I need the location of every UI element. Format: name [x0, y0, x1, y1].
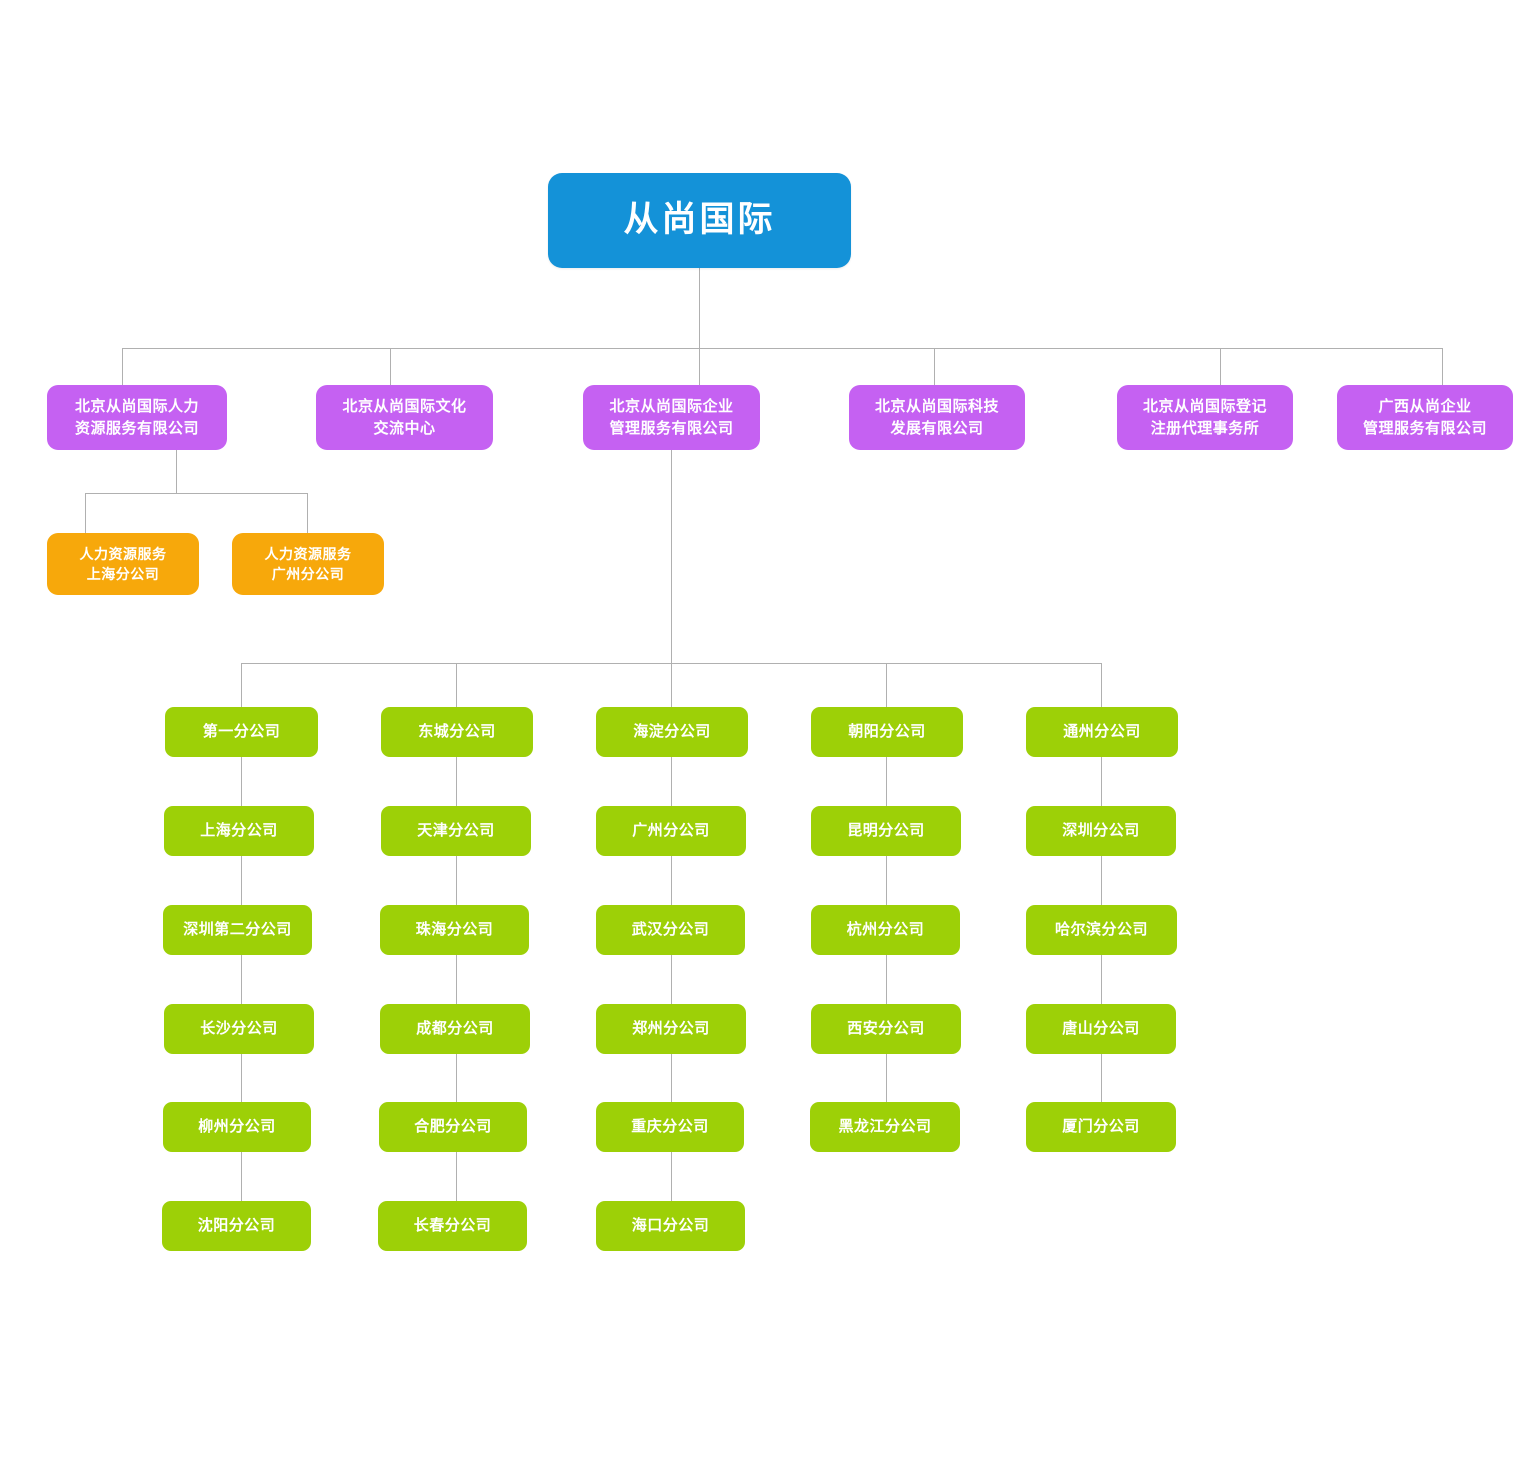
branch-node-c1-r2[interactable]: 上海分公司	[164, 806, 314, 856]
connector-division-drop-6	[1442, 348, 1443, 385]
subbranch-node-hr-guangzhou[interactable]: 人力资源服务 广州分公司	[232, 533, 384, 595]
branch-node-c3-r5[interactable]: 重庆分公司	[596, 1102, 744, 1152]
connector-root-stem	[699, 268, 700, 348]
connector-hr-drop-1	[85, 493, 86, 533]
branch-node-c2-r4[interactable]: 成都分公司	[380, 1004, 530, 1054]
connector-hr-bus	[85, 493, 307, 494]
branch-node-c3-r3[interactable]: 武汉分公司	[596, 905, 745, 955]
connector-division-drop-3	[699, 348, 700, 385]
connector-column-spine-1	[241, 663, 242, 1251]
branch-node-c3-r6[interactable]: 海口分公司	[596, 1201, 745, 1251]
branch-node-c5-r2[interactable]: 深圳分公司	[1026, 806, 1176, 856]
division-node-guangxi-management[interactable]: 广西从尚企业 管理服务有限公司	[1337, 385, 1513, 450]
branch-node-c2-r6[interactable]: 长春分公司	[378, 1201, 527, 1251]
connector-column-spine-3	[671, 663, 672, 1251]
connector-division-drop-4	[934, 348, 935, 385]
connector-hr-stem	[176, 450, 177, 493]
connector-division-bus	[122, 348, 1442, 349]
connector-hr-drop-2	[307, 493, 308, 533]
branch-node-c4-r5[interactable]: 黑龙江分公司	[810, 1102, 960, 1152]
division-node-culture-exchange[interactable]: 北京从尚国际文化 交流中心	[316, 385, 493, 450]
branch-node-c1-r3[interactable]: 深圳第二分公司	[163, 905, 312, 955]
branch-node-c1-r4[interactable]: 长沙分公司	[164, 1004, 314, 1054]
division-node-hr-services[interactable]: 北京从尚国际人力 资源服务有限公司	[47, 385, 227, 450]
connector-column-spine-2	[456, 663, 457, 1251]
division-node-registration-agency[interactable]: 北京从尚国际登记 注册代理事务所	[1117, 385, 1293, 450]
branch-node-c1-r1[interactable]: 第一分公司	[165, 707, 318, 757]
branch-node-c2-r3[interactable]: 珠海分公司	[380, 905, 529, 955]
branch-node-c1-r6[interactable]: 沈阳分公司	[162, 1201, 311, 1251]
branch-node-c3-r4[interactable]: 郑州分公司	[596, 1004, 746, 1054]
branch-node-c4-r2[interactable]: 昆明分公司	[811, 806, 961, 856]
connector-division-drop-5	[1220, 348, 1221, 385]
branch-node-c3-r2[interactable]: 广州分公司	[596, 806, 746, 856]
branch-node-c4-r3[interactable]: 杭州分公司	[811, 905, 960, 955]
branch-node-c4-r4[interactable]: 西安分公司	[811, 1004, 961, 1054]
connector-division-drop-2	[390, 348, 391, 385]
connector-division-drop-1	[122, 348, 123, 385]
connector-branch-stem	[671, 450, 672, 663]
root-node-congshang-international[interactable]: 从尚国际	[548, 173, 851, 268]
branch-node-c4-r1[interactable]: 朝阳分公司	[811, 707, 963, 757]
branch-node-c2-r1[interactable]: 东城分公司	[381, 707, 533, 757]
branch-node-c5-r4[interactable]: 唐山分公司	[1026, 1004, 1176, 1054]
branch-node-c1-r5[interactable]: 柳州分公司	[163, 1102, 311, 1152]
branch-node-c5-r1[interactable]: 通州分公司	[1026, 707, 1178, 757]
branch-node-c5-r3[interactable]: 哈尔滨分公司	[1026, 905, 1177, 955]
branch-node-c5-r5[interactable]: 厦门分公司	[1026, 1102, 1176, 1152]
branch-node-c3-r1[interactable]: 海淀分公司	[596, 707, 748, 757]
division-node-enterprise-management[interactable]: 北京从尚国际企业 管理服务有限公司	[583, 385, 760, 450]
division-node-technology-development[interactable]: 北京从尚国际科技 发展有限公司	[849, 385, 1025, 450]
branch-node-c2-r2[interactable]: 天津分公司	[381, 806, 531, 856]
branch-node-c2-r5[interactable]: 合肥分公司	[379, 1102, 527, 1152]
subbranch-node-hr-shanghai[interactable]: 人力资源服务 上海分公司	[47, 533, 199, 595]
